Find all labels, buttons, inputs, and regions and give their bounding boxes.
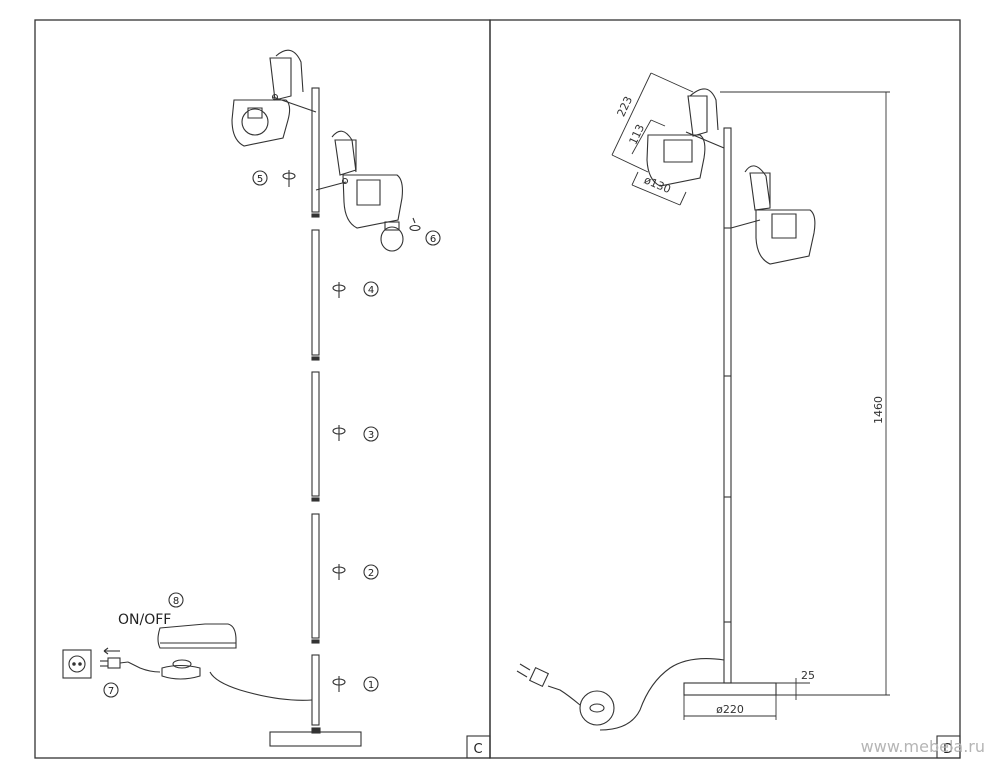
dim-shade-height: 223: [614, 94, 635, 119]
panel-d-frame: [489, 19, 961, 759]
watermark: www.mebelа.ru: [861, 737, 985, 756]
rotate-icon: [332, 564, 346, 580]
step-5-label: 5: [257, 174, 263, 185]
rotate-icon: [332, 425, 346, 441]
step-numbers: 1 2 3 4 5 6 7 8: [108, 174, 436, 697]
dimension-lines: [611, 72, 890, 720]
step-8-label: 8: [173, 596, 179, 607]
panel-c-letter: C: [473, 742, 482, 757]
dim-base-diameter: ø220: [716, 703, 744, 716]
rotate-icon: [332, 282, 346, 298]
panel-d-letter: D: [943, 742, 953, 757]
rotate-icon: [282, 170, 296, 187]
rotate-icon: [332, 676, 346, 692]
dim-shade-diameter: ø130: [642, 173, 673, 196]
dim-base-thickness: 25: [801, 669, 815, 682]
step-2-label: 2: [368, 568, 374, 579]
step-1-label: 1: [368, 680, 374, 691]
dim-total-height: 1460: [872, 396, 885, 424]
rotate-icon: [409, 217, 421, 232]
step-3-label: 3: [368, 430, 374, 441]
panel-c-frame: [34, 19, 491, 759]
dim-shade-inner: 113: [626, 122, 647, 147]
step-4-label: 4: [368, 285, 374, 296]
step-7-label: 7: [108, 686, 114, 697]
panel-c-lamp: [62, 49, 404, 747]
step-6-label: 6: [430, 234, 436, 245]
panel-d-lamp: [516, 88, 816, 731]
switch-label: ON/OFF: [118, 612, 171, 628]
